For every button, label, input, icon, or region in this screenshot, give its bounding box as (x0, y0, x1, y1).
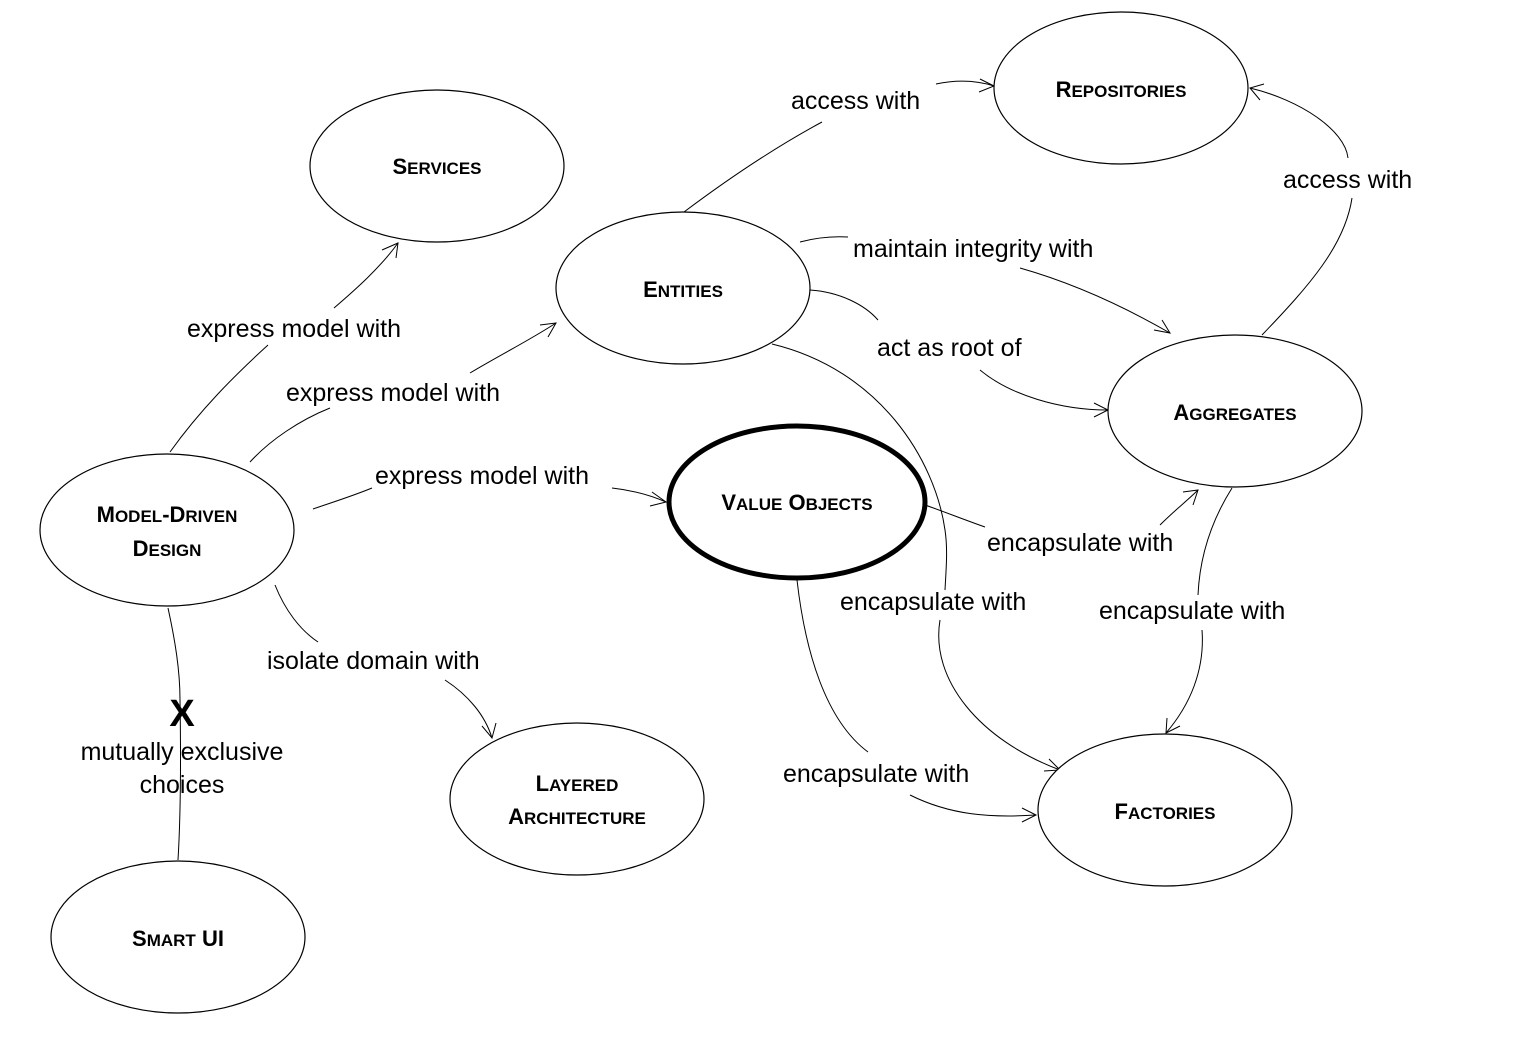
node-aggregates-label: AGGREGATES (1173, 400, 1296, 425)
node-value-objects-shape (666, 423, 928, 581)
edge-label-mdd-services: express model with (187, 315, 401, 343)
edge-label-mdd-value-objects: express model with (375, 462, 589, 490)
nodes: MODEL-DRIVEN DESIGN SERVICES ENTITIES RE… (39, 11, 1363, 1014)
node-aggregates: AGGREGATES (1107, 334, 1363, 488)
node-repositories-label: REPOSITORIES (1056, 77, 1187, 102)
node-repositories: REPOSITORIES (993, 11, 1249, 165)
edge-mdd-entities-arrowhead (539, 322, 557, 338)
node-entities: ENTITIES (555, 211, 811, 365)
node-services: SERVICES (309, 89, 565, 243)
edge-label-entities-aggregates-root: act as root of (877, 334, 1022, 362)
mutual-exclusion-annotation: X mutually exclusive choices (81, 693, 284, 799)
edge-value-objects-factories-arrowhead (1021, 807, 1038, 823)
node-layered-architecture-label-line2: ARCHITECTURE (508, 804, 646, 829)
edge-entities-aggregates-integrity (799, 236, 1171, 334)
edge-entities-repositories (683, 80, 995, 213)
edge-aggregates-repositories-arrowhead (1249, 83, 1265, 101)
node-aggregates-shape (1107, 334, 1363, 488)
edge-entities-aggregates-integrity-arrowhead (1153, 319, 1172, 334)
node-layered-architecture-label-line1: LAYERED (536, 771, 619, 796)
edge-labels: express model with express model with ex… (187, 87, 1412, 788)
edge-aggregates-repositories (1249, 87, 1353, 336)
edge-mdd-value-objects-arrowhead (649, 491, 668, 507)
edge-label-aggregates-factories: encapsulate with (1099, 597, 1285, 625)
edge-mdd-entities (249, 322, 557, 463)
node-model-driven-design: MODEL-DRIVEN DESIGN (39, 453, 295, 607)
edge-aggregates-factories (1165, 487, 1233, 734)
edge-mdd-services-arrowhead (381, 242, 399, 259)
node-smart-ui-shape (50, 860, 306, 1014)
node-value-objects: VALUE OBJECTS (666, 423, 928, 581)
node-smart-ui-label: SMART UI (132, 926, 224, 951)
mutual-exclusion-label-line1: mutually exclusive (81, 738, 284, 766)
edge-entities-aggregates-root (809, 289, 1109, 411)
edge-label-entities-factories: encapsulate with (840, 588, 1026, 616)
edge-value-objects-factories (796, 579, 1037, 817)
edge-label-mdd-entities: express model with (286, 379, 500, 407)
node-entities-label: ENTITIES (643, 277, 723, 302)
edge-mdd-layered-arrowhead (481, 722, 497, 740)
node-entities-shape (555, 211, 811, 365)
edge-value-objects-aggregates-arrowhead (1182, 489, 1199, 506)
node-layered-architecture-shape (449, 722, 705, 876)
edge-aggregates-factories-arrowhead (1165, 717, 1181, 734)
edge-mdd-smart-ui (167, 607, 182, 861)
edge-value-objects-aggregates (924, 489, 1199, 528)
edge-label-aggregates-repositories: access with (1283, 166, 1412, 194)
edge-mdd-services (169, 242, 399, 453)
edge-label-value-objects-factories: encapsulate with (783, 760, 969, 788)
edge-entities-factories (771, 343, 1061, 771)
edge-label-entities-repositories: access with (791, 87, 920, 115)
edge-label-entities-aggregates-integrity: maintain integrity with (853, 235, 1093, 263)
node-services-shape (309, 89, 565, 243)
node-value-objects-label: VALUE OBJECTS (721, 490, 872, 515)
node-model-driven-design-label-line2: DESIGN (133, 536, 202, 561)
mutual-exclusion-x-mark: X (169, 693, 195, 735)
node-smart-ui: SMART UI (50, 860, 306, 1014)
node-factories-shape (1037, 733, 1293, 887)
edge-mdd-layered (274, 584, 493, 739)
node-factories: FACTORIES (1037, 733, 1293, 887)
edge-mdd-value-objects (312, 487, 667, 510)
edges (167, 78, 1353, 861)
node-layered-architecture: LAYERED ARCHITECTURE (449, 722, 705, 876)
node-factories-label: FACTORIES (1115, 799, 1216, 824)
node-services-label: SERVICES (392, 154, 481, 179)
edge-label-value-objects-aggregates: encapsulate with (987, 529, 1173, 557)
node-model-driven-design-shape (39, 453, 295, 607)
node-repositories-shape (993, 11, 1249, 165)
mutual-exclusion-label-line2: choices (140, 771, 225, 799)
node-model-driven-design-label-line1: MODEL-DRIVEN (97, 502, 238, 527)
edge-label-mdd-layered: isolate domain with (267, 647, 480, 675)
